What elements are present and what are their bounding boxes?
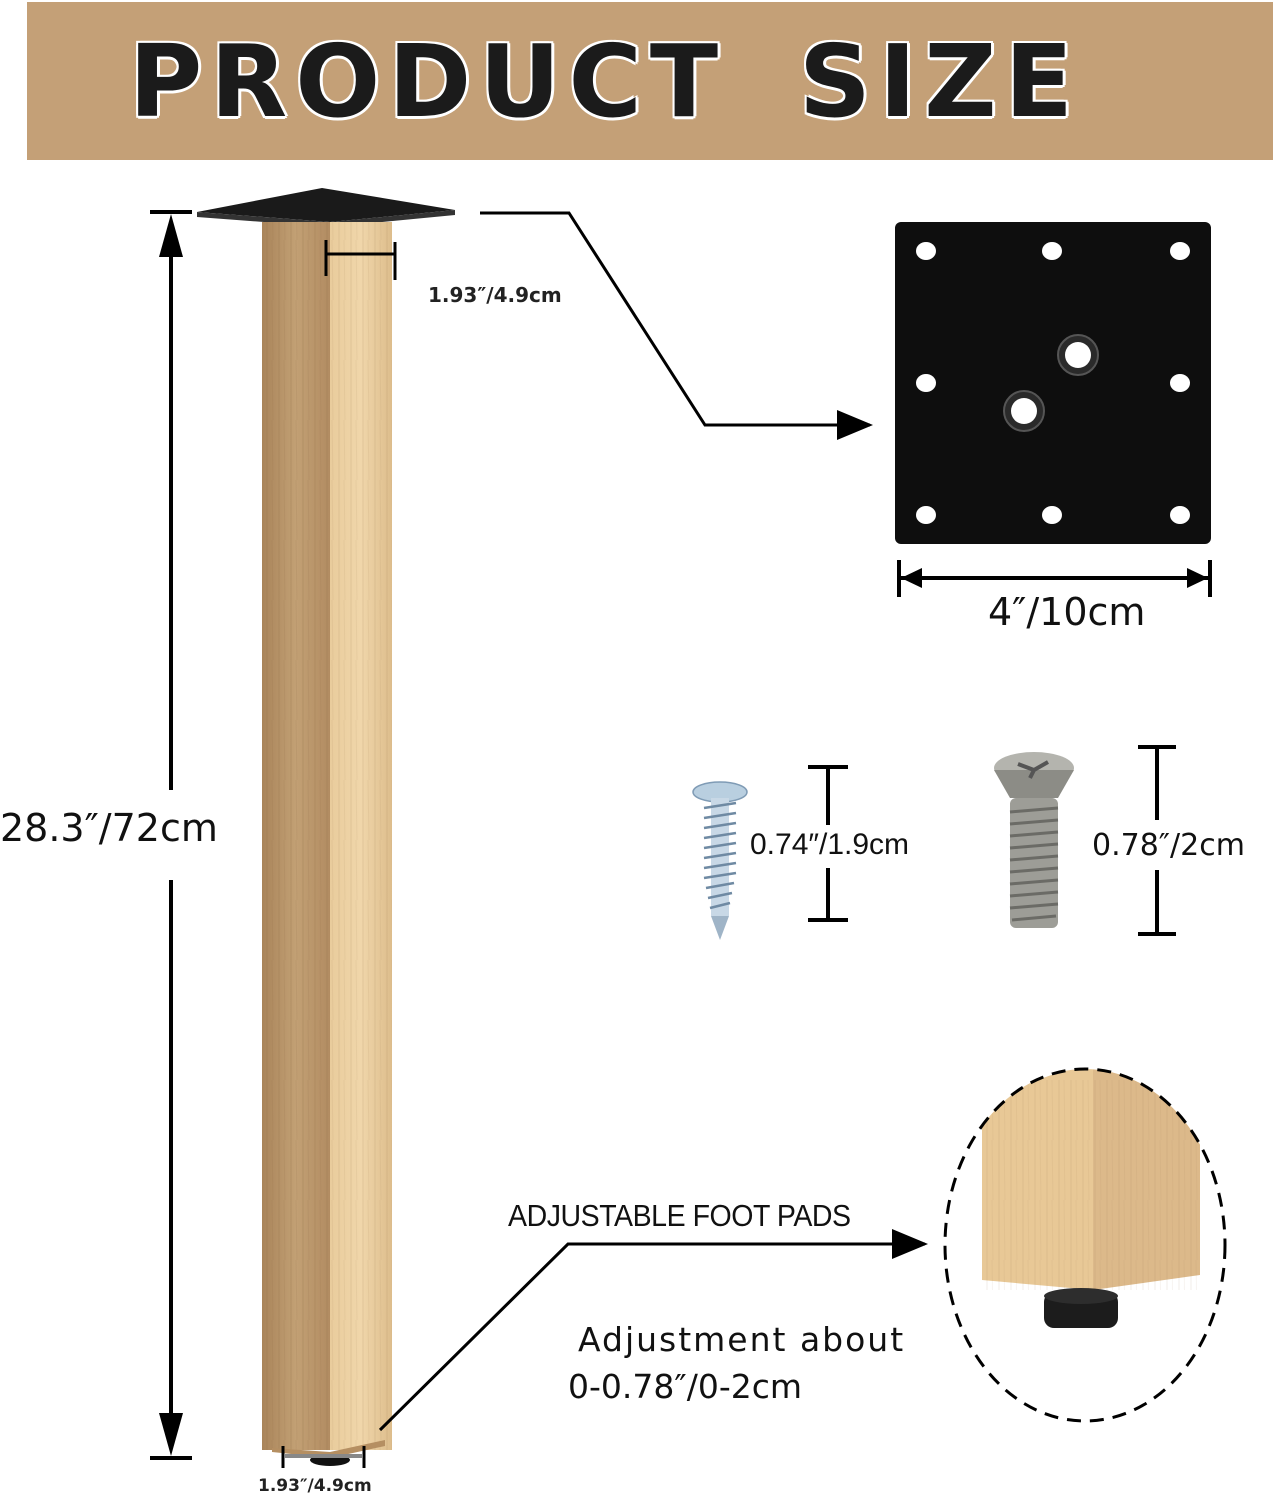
foot-pads-title: ADJUSTABLE FOOT PADS [508, 1198, 851, 1233]
plate-width-label: 4″/10cm [988, 590, 1146, 634]
foot-pad-detail [943, 1067, 1227, 1423]
adjustment-line-1: Adjustment about [578, 1320, 906, 1359]
table-leg [197, 188, 455, 1466]
machine-screw-dimension [1138, 745, 1176, 936]
top-width-marker [324, 240, 397, 280]
plate-width-dimension [897, 560, 1212, 597]
banner-title: PRODUCT SIZE [129, 22, 1081, 140]
bottom-width-marker [281, 1446, 366, 1468]
title-banner: PRODUCT SIZE [27, 2, 1273, 160]
wood-screw-dimension [808, 765, 848, 922]
leg-height-label: 28.3″/72cm [0, 806, 218, 850]
height-dimension-line [150, 210, 192, 1460]
machine-screw-length-label: 0.78″/2cm [1092, 828, 1245, 863]
leg-bottom-width-label: 1.93″/4.9cm [258, 1476, 372, 1496]
machine-screw-image [994, 752, 1074, 928]
foot-pad-leader-line [378, 1229, 928, 1432]
wood-screw-length-label: 0.74″/1.9cm [750, 828, 910, 861]
plate-leader-line [480, 211, 873, 440]
leg-top-width-label: 1.93″/4.9cm [428, 283, 562, 307]
mounting-plate [895, 222, 1211, 544]
adjustment-line-2: 0-0.78″/0-2cm [568, 1367, 803, 1406]
wood-screw-image [692, 781, 748, 940]
